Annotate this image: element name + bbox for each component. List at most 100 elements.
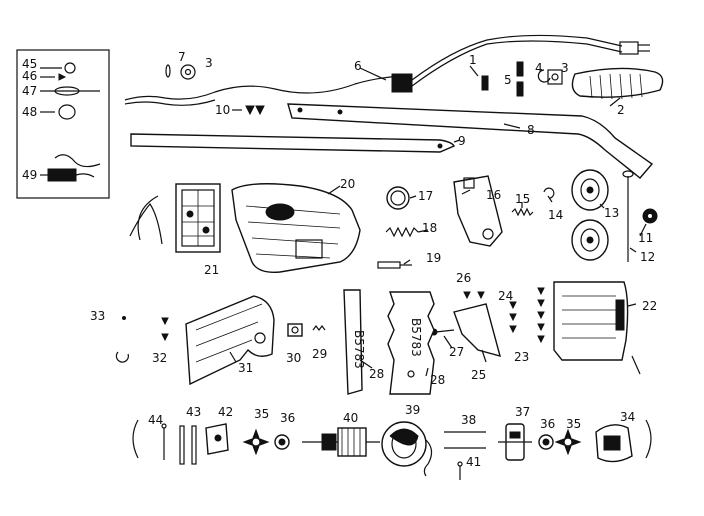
part-label-19: 19 bbox=[426, 251, 441, 265]
bearing-36-right bbox=[538, 434, 554, 450]
blade-wide: B5783 bbox=[387, 291, 435, 395]
brush-holder-42 bbox=[205, 423, 229, 455]
armature-40 bbox=[302, 427, 380, 457]
part-label-26: 26 bbox=[456, 271, 471, 285]
part-label-4: 4 bbox=[535, 61, 543, 75]
part-label-9: 9 bbox=[458, 134, 466, 148]
part-label-47: 47 bbox=[22, 84, 37, 98]
part-label-2: 2 bbox=[617, 103, 625, 117]
height-adjust-bracket bbox=[453, 175, 503, 247]
part-label-43: 43 bbox=[186, 405, 201, 419]
nut-3-left bbox=[180, 64, 196, 80]
part-label-42: 42 bbox=[218, 405, 233, 419]
part-label-13: 13 bbox=[604, 206, 619, 220]
screw-41 bbox=[457, 461, 463, 480]
part-label-25: 25 bbox=[471, 368, 486, 382]
pin-19 bbox=[377, 261, 412, 269]
part-label-32: 32 bbox=[152, 351, 167, 365]
motor-housing-cover bbox=[231, 183, 361, 273]
spring-15 bbox=[511, 207, 534, 217]
part-label-5: 5 bbox=[504, 73, 512, 87]
blade-guard bbox=[185, 295, 275, 386]
chute-plate bbox=[430, 303, 501, 357]
part-label-12: 12 bbox=[640, 250, 655, 264]
part-label-38: 38 bbox=[461, 413, 476, 427]
part-label-27: 27 bbox=[449, 345, 464, 359]
part-label-44: 44 bbox=[148, 413, 163, 427]
part-label-35: 35 bbox=[566, 417, 581, 431]
part-label-41: 41 bbox=[466, 455, 481, 469]
lower-handle bbox=[130, 133, 455, 153]
part-label-46: 46 bbox=[22, 69, 37, 83]
part-label-30: 30 bbox=[286, 351, 301, 365]
part-label-10: 10 bbox=[215, 103, 230, 117]
part-label-29: 29 bbox=[312, 347, 327, 361]
washer-29 bbox=[312, 325, 326, 331]
leader-lines bbox=[229, 65, 647, 377]
part-label-28: 28 bbox=[430, 373, 445, 387]
screws-5 bbox=[481, 61, 524, 97]
part-label-23: 23 bbox=[514, 350, 529, 364]
washer-7 bbox=[165, 64, 171, 78]
screws-23 bbox=[537, 287, 545, 344]
part-label-3: 3 bbox=[205, 56, 213, 70]
part-label-17: 17 bbox=[418, 189, 433, 203]
screws-10 bbox=[232, 105, 265, 116]
clip-33 bbox=[115, 316, 129, 363]
part-label-37: 37 bbox=[515, 405, 530, 419]
screws-32 bbox=[161, 317, 169, 342]
fan-35-left bbox=[242, 428, 270, 456]
part-label-21: 21 bbox=[204, 263, 219, 277]
blade-part-number: B5783 bbox=[409, 318, 423, 357]
ring-17 bbox=[386, 186, 410, 210]
blade-part-number: B5783 bbox=[352, 330, 366, 369]
switch-box bbox=[129, 183, 221, 253]
part-label-14: 14 bbox=[548, 208, 563, 222]
part-label-11: 11 bbox=[638, 231, 653, 245]
blade-narrow: B5783 bbox=[343, 289, 366, 395]
nut-30 bbox=[287, 323, 303, 337]
part-label-31: 31 bbox=[238, 361, 253, 375]
end-bell-37 bbox=[498, 423, 532, 461]
part-label-49: 49 bbox=[22, 168, 37, 182]
part-label-18: 18 bbox=[422, 221, 437, 235]
part-label-36: 36 bbox=[280, 411, 295, 425]
part-label-39: 39 bbox=[405, 403, 420, 417]
handle-grip bbox=[571, 67, 664, 100]
part-label-1: 1 bbox=[469, 53, 477, 67]
part-label-48: 48 bbox=[22, 105, 37, 119]
clip-14 bbox=[543, 187, 555, 199]
field-coil-39 bbox=[381, 421, 433, 477]
part-label-8: 8 bbox=[527, 123, 535, 137]
part-label-36: 36 bbox=[540, 417, 555, 431]
group-bracket-right bbox=[645, 419, 652, 459]
part-label-24: 24 bbox=[498, 289, 513, 303]
part-label-28: 28 bbox=[369, 367, 384, 381]
bolt-43 bbox=[179, 425, 197, 465]
wheel-top bbox=[571, 169, 609, 211]
motor-cover-34 bbox=[595, 424, 633, 463]
nut-3-right bbox=[547, 69, 563, 85]
screws-26 bbox=[463, 291, 485, 300]
part-label-45: 45 bbox=[22, 57, 37, 71]
part-label-15: 15 bbox=[515, 192, 530, 206]
part-label-22: 22 bbox=[642, 299, 657, 313]
deck-housing bbox=[553, 281, 641, 375]
bearing-36-left bbox=[274, 434, 290, 450]
part-label-16: 16 bbox=[486, 188, 501, 202]
part-label-7: 7 bbox=[178, 50, 186, 64]
part-label-20: 20 bbox=[340, 177, 355, 191]
axle-12 bbox=[622, 170, 634, 262]
screws-24 bbox=[509, 301, 517, 334]
part-label-40: 40 bbox=[343, 411, 358, 425]
screw-44 bbox=[161, 423, 167, 460]
upper-handle bbox=[287, 103, 654, 179]
part-label-34: 34 bbox=[620, 410, 635, 424]
part-label-35: 35 bbox=[254, 407, 269, 421]
part-label-3: 3 bbox=[561, 61, 569, 75]
bolts-38 bbox=[444, 431, 486, 449]
part-label-33: 33 bbox=[90, 309, 105, 323]
fan-35-right bbox=[554, 428, 582, 456]
part-label-6: 6 bbox=[354, 59, 362, 73]
